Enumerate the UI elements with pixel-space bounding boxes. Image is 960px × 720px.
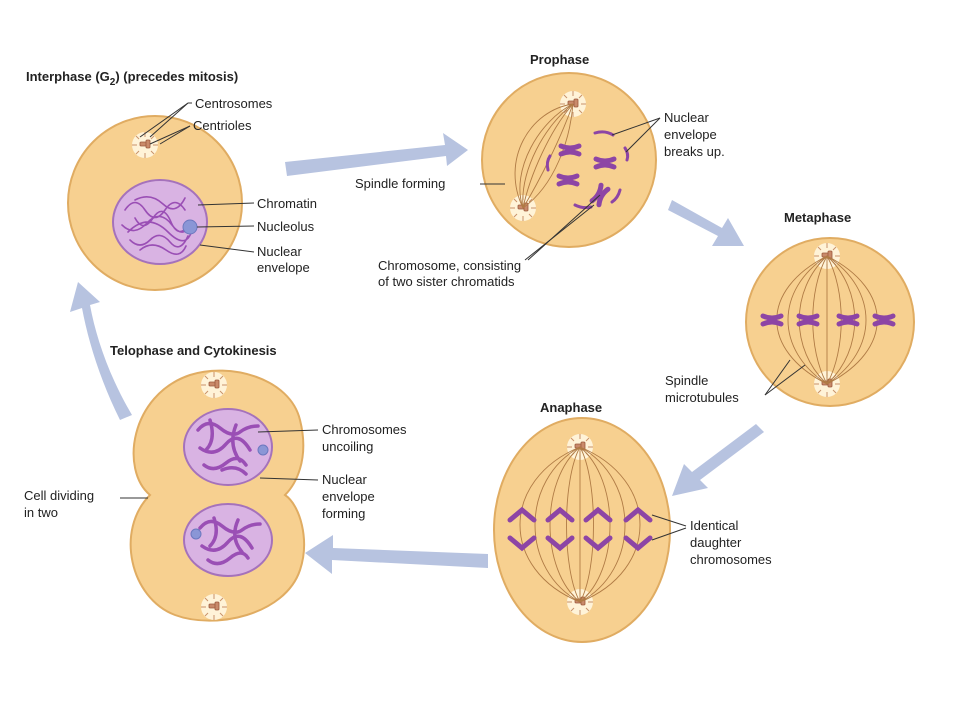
anaphase-cell bbox=[493, 417, 671, 643]
cell-dividing-label-2: in two bbox=[24, 505, 58, 520]
identical-daughter-label-3: chromosomes bbox=[690, 552, 772, 567]
metaphase-title: Metaphase bbox=[784, 210, 851, 225]
spindle-forming-label: Spindle forming bbox=[355, 176, 445, 191]
arrow-anaphase-to-telophase bbox=[305, 535, 488, 574]
cell-dividing-label-1: Cell dividing bbox=[24, 488, 94, 503]
centrosome-icon bbox=[131, 131, 159, 159]
centrosomes-label: Centrosomes bbox=[195, 96, 273, 111]
nucleolus-icon bbox=[190, 528, 202, 540]
spindle-microtubules-label-1: Spindle bbox=[665, 373, 708, 388]
spindle-fibers bbox=[519, 446, 641, 603]
cycle-arrows bbox=[70, 133, 764, 574]
nucleolus-icon bbox=[257, 444, 269, 456]
telophase-cell bbox=[129, 369, 306, 622]
centrosome-icon bbox=[200, 371, 228, 399]
interphase-stage: Interphase (G2) (precedes mitosis) Centr… bbox=[26, 69, 317, 291]
spindle-microtubules-label-2: microtubules bbox=[665, 390, 739, 405]
telophase-stage: Telophase and Cytokinesis Chromosomes un… bbox=[24, 343, 407, 622]
nuclear-envelope-forming-label-2: envelope bbox=[322, 489, 375, 504]
nuclear-envelope-breaks-label-3: breaks up. bbox=[664, 144, 725, 159]
nuclear-envelope-label-2: envelope bbox=[257, 260, 310, 275]
chromosomes-uncoiling-label-2: uncoiling bbox=[322, 439, 373, 454]
arrow-metaphase-to-anaphase bbox=[672, 424, 764, 496]
telophase-title: Telophase and Cytokinesis bbox=[110, 343, 277, 358]
chromatin-label: Chromatin bbox=[257, 196, 317, 211]
prophase-stage: Prophase Nuclear envelope break bbox=[355, 52, 725, 289]
nuclear-envelope-forming-label-3: forming bbox=[322, 506, 365, 521]
anaphase-stage: Anaphase Identical daughter bbox=[493, 400, 772, 643]
nuclear-envelope-breaks-label-1: Nuclear bbox=[664, 110, 709, 125]
metaphase-stage: Metaphase Spindle microtubules bbox=[665, 210, 915, 407]
metaphase-cell bbox=[745, 237, 915, 407]
arrow-prophase-to-metaphase bbox=[668, 200, 744, 246]
identical-daughter-label-1: Identical bbox=[690, 518, 739, 533]
chromosomes-uncoiling-label-1: Chromosomes bbox=[322, 422, 407, 437]
chromosome-label-2: of two sister chromatids bbox=[378, 274, 515, 289]
chromosome-label-1: Chromosome, consisting bbox=[378, 258, 521, 273]
nuclear-envelope-breaks-label-2: envelope bbox=[664, 127, 717, 142]
nucleolus-icon bbox=[182, 219, 198, 235]
uncoiling-chromosome-icon bbox=[198, 516, 262, 566]
chromatin-icon bbox=[121, 196, 194, 255]
nucleolus-label: Nucleolus bbox=[257, 219, 315, 234]
nuclear-envelope-label-1: Nuclear bbox=[257, 244, 302, 259]
envelope-fragments bbox=[545, 130, 630, 210]
nuclear-envelope-forming-label-1: Nuclear bbox=[322, 472, 367, 487]
daughter-chromosomes bbox=[507, 506, 653, 552]
prophase-title: Prophase bbox=[530, 52, 589, 67]
identical-daughter-label-2: daughter bbox=[690, 535, 742, 550]
uncoiling-chromosome-icon bbox=[196, 418, 260, 476]
arrow-telophase-to-interphase bbox=[70, 282, 132, 420]
centrosome-icon bbox=[200, 593, 228, 621]
arrow-interphase-to-prophase bbox=[285, 133, 468, 176]
anaphase-title: Anaphase bbox=[540, 400, 602, 415]
centrioles-label: Centrioles bbox=[193, 118, 252, 133]
interphase-title: Interphase (G2) (precedes mitosis) bbox=[26, 69, 238, 88]
